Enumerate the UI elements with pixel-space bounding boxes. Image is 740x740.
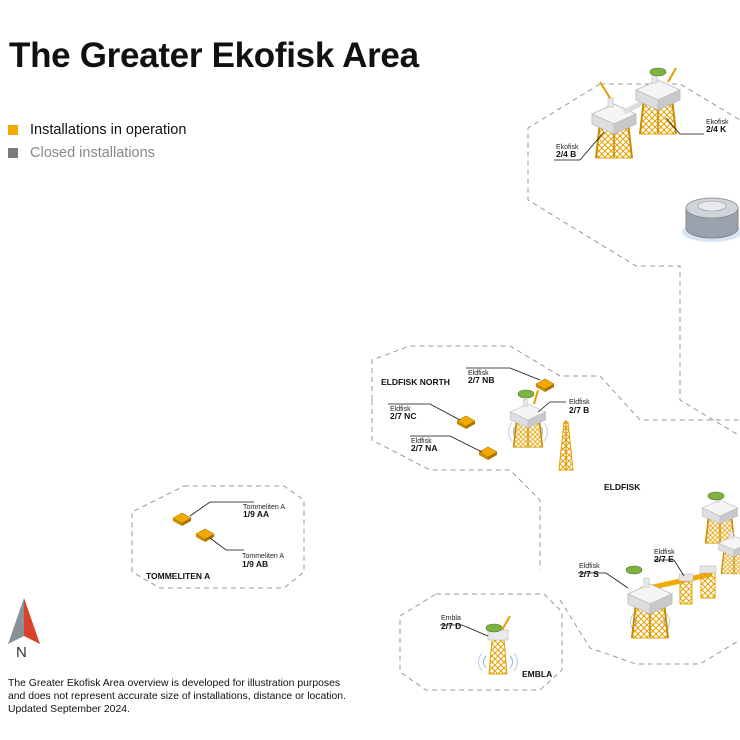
footnote: The Greater Ekofisk Area overview is dev… [8, 677, 368, 716]
footnote-line: Updated September 2024. [8, 704, 130, 715]
legend: Installations in operation Closed instal… [8, 118, 186, 164]
footnote-line: The Greater Ekofisk Area overview is dev… [8, 678, 341, 689]
compass-label: N [16, 644, 27, 661]
svg-text:2/4 K: 2/4 K [706, 124, 727, 134]
label-eldfisk-2-7-e: Eldfisk 2/7 E [654, 549, 675, 564]
label-eldfisk-2-7-na: Eldfisk 2/7 NA [411, 438, 437, 453]
label-embla-2-7-d: Embla 2/7 D [441, 615, 461, 631]
svg-text:2/7 NA: 2/7 NA [411, 443, 437, 453]
legend-swatch-operation [8, 124, 18, 135]
eldfisk-outline [559, 599, 740, 665]
svg-text:2/7 S: 2/7 S [579, 569, 599, 579]
label-eldfisk-2-7-b: Eldfisk 2/7 B [569, 399, 590, 415]
svg-text:2/7 NB: 2/7 NB [468, 375, 494, 385]
area-label-eldfisk: ELDFISK [604, 482, 641, 492]
leader-lines [189, 117, 704, 637]
area-label-tommeliten-a: TOMMELITEN A [146, 571, 210, 581]
area-label-embla: EMBLA [522, 669, 552, 679]
svg-text:2/7 NC: 2/7 NC [390, 411, 416, 421]
ekofisk-tank [682, 197, 740, 242]
svg-text:2/4 B: 2/4 B [556, 149, 576, 159]
label-eldfisk-2-7-nc: Eldfisk 2/7 NC [390, 406, 416, 421]
svg-text:Eldfisk: Eldfisk [654, 549, 675, 556]
svg-text:Tommeliten A: Tommeliten A [243, 504, 285, 511]
north-arrow-icon [8, 598, 40, 644]
label-ekofisk-2-4-k: Ekofisk 2/4 K [706, 119, 729, 134]
eldfisk-2-7-e-platforms [639, 491, 740, 605]
legend-label-operation: Installations in operation [30, 121, 187, 138]
svg-text:Embla: Embla [441, 615, 461, 622]
page-title: The Greater Ekofisk Area [9, 36, 419, 75]
svg-text:Ekofisk: Ekofisk [706, 119, 729, 126]
svg-text:2/7 D: 2/7 D [441, 621, 461, 631]
label-ekofisk-2-4-b: Ekofisk 2/4 B [556, 144, 579, 159]
label-tommeliten-1-9-ab: Tommeliten A 1/9 AB [242, 553, 284, 569]
eldfisk-north-outline [371, 345, 740, 570]
ekofisk-area-outline [527, 83, 740, 437]
svg-text:1/9 AA: 1/9 AA [243, 509, 269, 519]
footnote-line: and does not represent accurate size of … [8, 691, 346, 702]
eldfisk-flare-tower [558, 420, 574, 471]
svg-text:Eldfisk: Eldfisk [468, 370, 489, 377]
legend-label-closed: Closed installations [30, 144, 155, 161]
area-label-eldfisk-north: ELDFISK NORTH [381, 377, 450, 387]
svg-text:1/9 AB: 1/9 AB [242, 559, 268, 569]
eldfisk-2-7-s-platform [625, 565, 673, 639]
ekofisk-2-4-k-platform [635, 67, 681, 135]
legend-swatch-closed [8, 147, 18, 158]
svg-text:2/7 B: 2/7 B [569, 405, 589, 415]
svg-text:Ekofisk: Ekofisk [556, 144, 579, 151]
label-eldfisk-2-7-s: Eldfisk 2/7 S [579, 563, 600, 579]
svg-text:2/7 E: 2/7 E [654, 554, 674, 564]
legend-item-operation: Installations in operation [8, 118, 186, 141]
svg-text:Eldfisk: Eldfisk [569, 399, 590, 406]
legend-item-closed: Closed installations [8, 141, 186, 164]
label-tommeliten-1-9-aa: Tommeliten A 1/9 AA [243, 504, 285, 519]
svg-text:Eldfisk: Eldfisk [411, 438, 432, 445]
embla-2-7-d-platform [478, 615, 518, 675]
ekofisk-2-4-b-platform [591, 81, 637, 159]
label-eldfisk-2-7-nb: Eldfisk 2/7 NB [468, 370, 494, 385]
svg-text:Eldfisk: Eldfisk [390, 406, 411, 413]
eldfisk-2-7-b-platform [508, 389, 548, 449]
svg-text:Eldfisk: Eldfisk [579, 563, 600, 570]
tommeliten-outline [131, 485, 305, 589]
svg-text:Tommeliten A: Tommeliten A [242, 553, 284, 560]
